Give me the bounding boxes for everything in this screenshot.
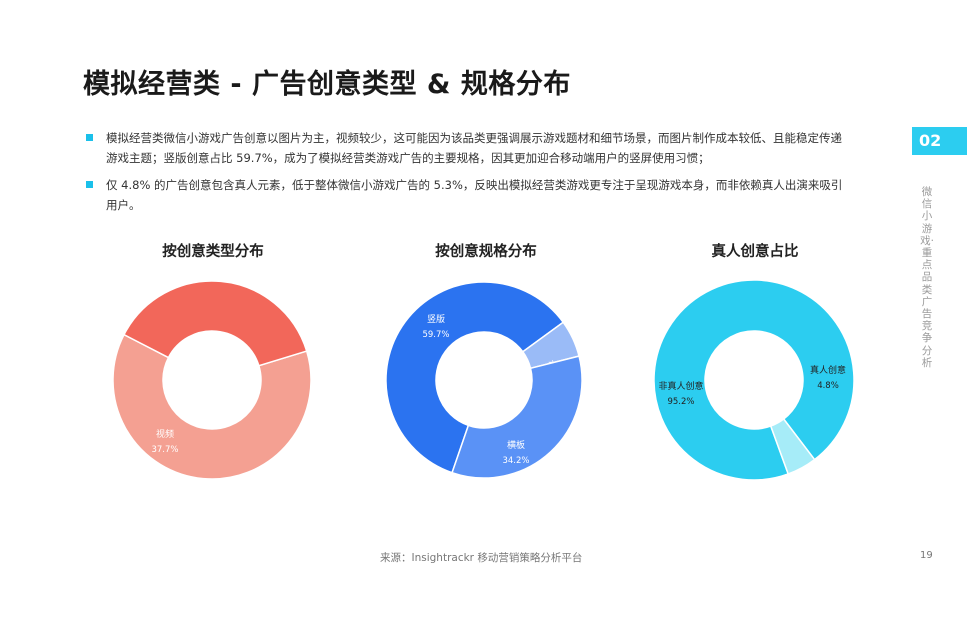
donut-slice [122, 280, 308, 367]
bullet-item: 仅 4.8% 的广告创意包含真人元素，低于整体微信小游戏广告的 5.3%，反映出… [86, 175, 846, 215]
bullet-text: 模拟经营类微信小游戏广告创意以图片为主，视频较少，这可能因为该品类更强调展示游戏… [106, 131, 842, 165]
section-number-tab: 02 [912, 127, 967, 155]
bullet-square-icon [86, 181, 93, 188]
chart-title-format: 按创意规格分布 [435, 244, 537, 260]
slice-label: 非真人创意 [658, 380, 703, 392]
chart-title-type: 按创意类型分布 [162, 244, 264, 260]
slice-label: 视频 [156, 428, 174, 440]
donut-slice [769, 417, 816, 475]
donut-slice [112, 333, 312, 480]
slice-value-label: 34.2% [502, 456, 529, 466]
donut-slice [451, 355, 583, 479]
bullet-item: 模拟经营类微信小游戏广告创意以图片为主，视频较少，这可能因为该品类更强调展示游戏… [86, 128, 846, 168]
section-side-label: 微信小游戏·重点品类广告竞争分析 [920, 186, 934, 369]
donut-slice [385, 281, 565, 474]
donut-slice [653, 279, 855, 481]
slice-label: 竖版 [427, 313, 445, 325]
slice-label: 横板 [507, 439, 525, 451]
slice-value-label: 37.7% [151, 445, 178, 455]
bullet-text: 仅 4.8% 的广告创意包含真人元素，低于整体微信小游戏广告的 5.3%，反映出… [106, 178, 843, 212]
slice-value-label: 59.7% [422, 330, 449, 340]
page-title: 模拟经营类 - 广告创意类型 & 规格分布 [83, 69, 571, 100]
bullet-list: 模拟经营类微信小游戏广告创意以图片为主，视频较少，这可能因为该品类更强调展示游戏… [86, 128, 846, 222]
slice-value-label: 95.2% [667, 397, 694, 407]
bullet-square-icon [86, 134, 93, 141]
slice-label: 真人创意 [810, 364, 846, 376]
source-note: 来源：Insightrackr 移动营销策略分析平台 [380, 552, 583, 564]
slice-value-label: 4.8% [817, 381, 839, 391]
chart-title-real-person: 真人创意占比 [711, 244, 799, 260]
page-number: 19 [920, 550, 933, 561]
